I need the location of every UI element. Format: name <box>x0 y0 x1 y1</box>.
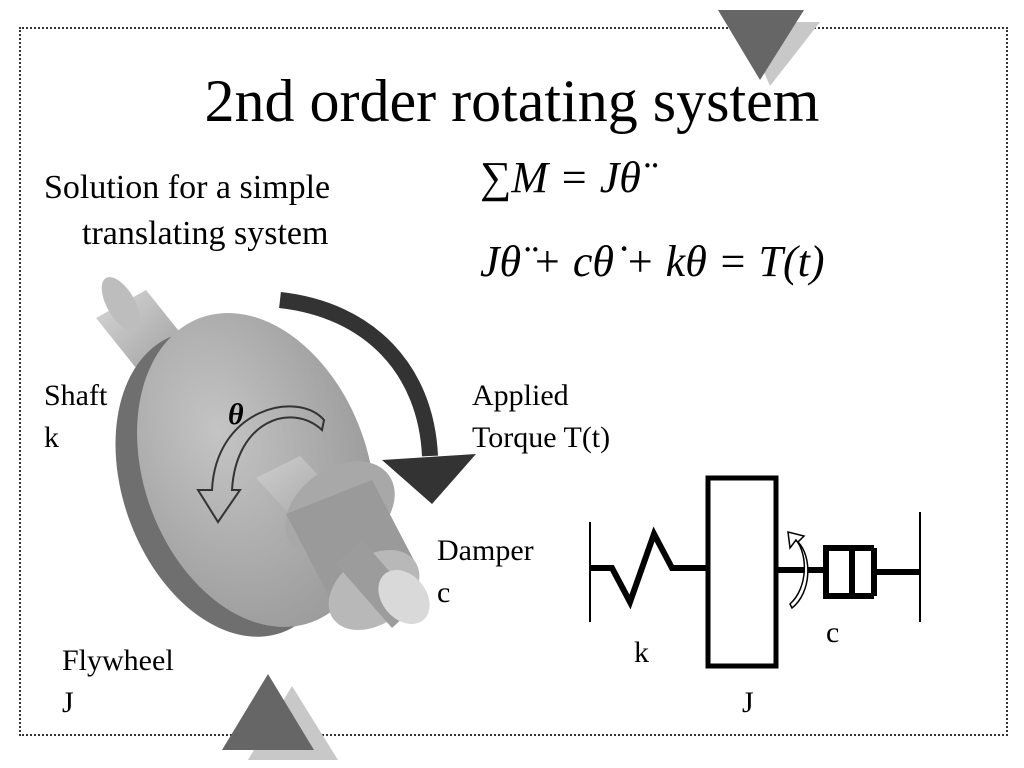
theta-label: θ <box>228 398 244 431</box>
theta-rotation-arrow <box>196 405 326 524</box>
subtitle-line-1: Solution for a simple <box>44 169 331 206</box>
flywheel-label-symbol: J <box>62 686 74 719</box>
flywheel-label: Flywheel J <box>62 640 174 724</box>
spring <box>590 526 708 610</box>
schematic-damper-label: c <box>826 616 840 649</box>
moment-sum-equation: ∑M = Jθ̈ <box>480 153 641 202</box>
applied-torque-label: Applied Torque T(t) <box>472 375 610 459</box>
output-shaft-end <box>378 570 430 624</box>
slide-title: 2nd order rotating system <box>204 68 820 134</box>
flywheel-label-name: Flywheel <box>62 644 174 677</box>
mass-block <box>705 475 779 669</box>
top-triangle-dark <box>718 10 804 80</box>
shaft-end <box>101 277 141 331</box>
shaft-label: Shaft k <box>44 375 107 459</box>
equation-of-motion: Jθ̈ + cθ̇ + kθ = T(t) <box>480 237 825 286</box>
shaft-label-name: Shaft <box>44 379 108 412</box>
torque-arrow-shaft <box>279 292 438 457</box>
shaft-label-symbol: k <box>44 421 59 454</box>
slide-frame <box>19 27 1008 736</box>
damper-label-symbol: c <box>437 576 451 609</box>
applied-torque-line-1: Applied <box>472 379 569 412</box>
torque-arrow-head <box>382 454 476 504</box>
damper-label-name: Damper <box>437 534 534 567</box>
subtitle-line-2: translating system <box>82 215 329 252</box>
schematic-mass-label: J <box>742 686 754 719</box>
rotation-arrow-icon <box>787 531 809 610</box>
subtitle: Solution for a simple translating system <box>44 165 330 257</box>
applied-torque-line-2: Torque T(t) <box>472 421 611 454</box>
damper-label: Damper c <box>437 530 534 614</box>
bottom-triangle-dark <box>222 674 314 750</box>
schematic-spring-label: k <box>634 636 649 669</box>
